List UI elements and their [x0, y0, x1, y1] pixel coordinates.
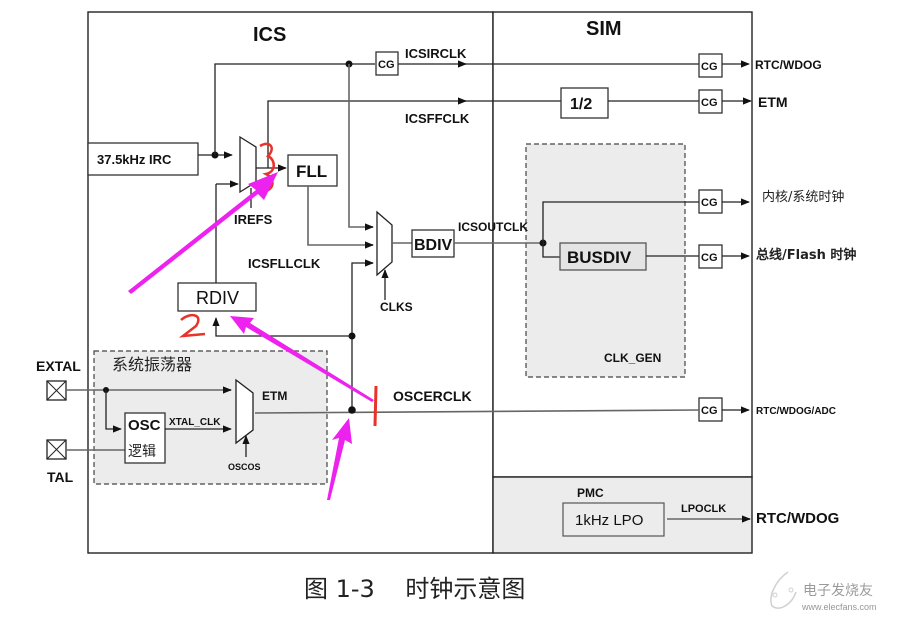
lpo-box [562, 502, 665, 537]
oscerclk-label: OSCERCLK [393, 388, 472, 404]
out-rtc-wdog-1: RTC/WDOG [755, 58, 822, 72]
osc-label: OSC [128, 417, 161, 434]
icsoutclk-label: ICSOUTCLK [458, 220, 528, 234]
annotation-mark-2 [178, 313, 206, 338]
svg-text:CG: CG [701, 197, 718, 209]
watermark: 电子发烧友 www.elecfans.com [770, 571, 877, 612]
irc-label: 37.5kHz IRC [97, 152, 172, 167]
annotation-arrow-to-rdiv [230, 316, 374, 402]
ics-title: ICS [253, 24, 286, 46]
svg-text:CG: CG [701, 97, 718, 109]
fll-box [287, 154, 338, 187]
annotation-arrow-to-irefs-mux [128, 172, 278, 294]
osc-logic-label: 逻辑 [128, 444, 156, 460]
lpo-label: 1kHz LPO [575, 512, 643, 529]
annotation-mark-1 [373, 385, 378, 427]
extal-pin-icon [46, 380, 67, 401]
half-div-label: 1/2 [570, 96, 592, 113]
cg-bus-flash: CG [698, 244, 723, 269]
icsfllclk-label: ICSFLLCLK [248, 256, 321, 271]
rdiv-box [177, 282, 257, 312]
tal-pin-icon [46, 439, 67, 460]
svg-text:CG: CG [701, 405, 718, 417]
busdiv-label: BUSDIV [567, 248, 632, 267]
half-div-box [560, 87, 609, 119]
icsirclk-label: ICSIRCLK [405, 46, 467, 61]
icsffclk-label: ICSFFCLK [405, 111, 470, 126]
clk-gen-label: CLK_GEN [604, 351, 661, 365]
xtal-clk-label: XTAL_CLK [169, 417, 221, 428]
sys-osc-label: 系统振荡器 [112, 355, 192, 374]
clks-mux [376, 210, 393, 277]
out-etm: ETM [758, 94, 788, 110]
lpoclk-label: LPOCLK [681, 503, 726, 515]
clks-label: CLKS [380, 300, 413, 314]
svg-text:CG: CG [701, 252, 718, 264]
rdiv-label: RDIV [196, 288, 239, 308]
irefs-label: IREFS [234, 212, 273, 227]
cg-oscerclk: CG [698, 397, 723, 422]
cg-rtc-wdog: CG [698, 53, 723, 78]
bdiv-box [411, 229, 455, 258]
svg-text:CG: CG [701, 61, 718, 73]
pmc-label: PMC [577, 486, 604, 500]
fll-label: FLL [296, 162, 327, 181]
bdiv-label: BDIV [414, 237, 453, 254]
cg-etm: CG [698, 89, 723, 114]
svg-text:CG: CG [378, 59, 395, 71]
out-rtc-wdog-adc: RTC/WDOG/ADC [756, 406, 836, 417]
oscos-mux [235, 378, 254, 445]
cg-core-sys: CG [698, 189, 723, 214]
tal-label: TAL [47, 469, 74, 485]
busdiv-box [559, 242, 647, 271]
watermark-logo-icon [770, 571, 797, 609]
sim-title: SIM [586, 18, 622, 40]
watermark-title: 电子发烧友 [803, 583, 873, 599]
annotation-arrow-to-osc-node [327, 418, 352, 500]
out-bus-flash: 总线/Flash 时钟 [756, 247, 856, 263]
extal-label: EXTAL [36, 358, 81, 374]
figure-caption: 图 1-3 时钟示意图 [304, 575, 525, 603]
osc-logic-box [124, 412, 166, 464]
irc-box [87, 142, 199, 176]
watermark-url: www.elecfans.com [801, 602, 877, 612]
out-core-sys: 内核/系统时钟 [762, 189, 844, 205]
etm-inner-label: ETM [262, 389, 287, 403]
oscos-label: OSCOS [228, 462, 261, 472]
out-rtc-wdog-2: RTC/WDOG [756, 510, 839, 527]
